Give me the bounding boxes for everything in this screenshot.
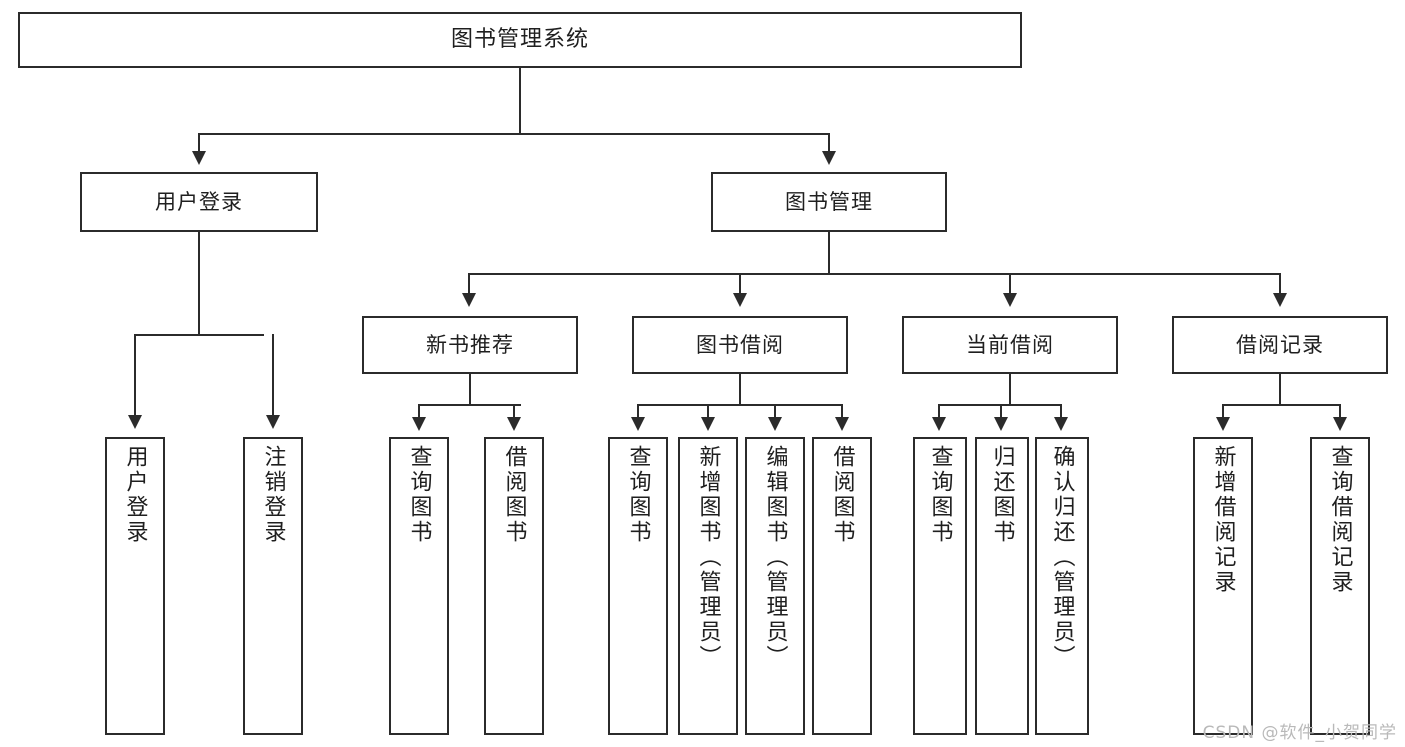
connector-book-borrow-bus (637, 404, 842, 406)
connector-book-borrow-leaf-1 (637, 404, 639, 420)
connector-to-borrow-record (1279, 273, 1281, 297)
node-label: 查询图书 (625, 445, 651, 545)
connector-current-borrow-leaf-1 (938, 404, 940, 420)
node-label: 新书推荐 (426, 332, 514, 357)
connector-root-to-user-login (198, 133, 200, 155)
connector-borrow-record-stem (1279, 374, 1281, 405)
arrowhead-leaf-current-borrow-2 (994, 417, 1008, 431)
arrowhead-leaf-book-borrow-3 (768, 417, 782, 431)
node-label: 用户登录 (155, 189, 243, 214)
node-user-login[interactable]: 用户登录 (80, 172, 318, 232)
connector-book-manage-stem (828, 232, 830, 274)
node-borrow-record[interactable]: 借阅记录 (1172, 316, 1388, 374)
connector-to-new-book (468, 273, 470, 297)
node-label: 图书管理 (785, 189, 873, 214)
node-label: 查询借阅记录 (1327, 445, 1353, 595)
arrowhead-leaf-current-borrow-3 (1054, 417, 1068, 431)
connector-root-bus (198, 133, 830, 135)
arrowhead-leaf-new-book-1 (412, 417, 426, 431)
connector-new-book-leaf-1 (418, 404, 420, 420)
node-label: 查询图书 (927, 445, 953, 545)
arrowhead-leaf-user-login-2 (266, 415, 280, 429)
node-label: 新增图书（管理员） (695, 445, 721, 670)
connector-book-manage-bus (468, 273, 1280, 275)
connector-to-current-borrow (1009, 273, 1011, 297)
arrowhead-leaf-book-borrow-2 (701, 417, 715, 431)
arrowhead-current-borrow (1003, 293, 1017, 307)
arrowhead-leaf-new-book-2 (507, 417, 521, 431)
connector-user-login-stem (198, 232, 200, 335)
leaf-current-borrow-return[interactable]: 归还图书 (975, 437, 1029, 735)
node-new-book-recommend[interactable]: 新书推荐 (362, 316, 578, 374)
connector-root-stem (519, 68, 521, 134)
node-label: 图书借阅 (696, 332, 784, 357)
arrowhead-book-manage (822, 151, 836, 165)
node-label: 确认归还（管理员） (1049, 445, 1075, 670)
arrowhead-leaf-book-borrow-4 (835, 417, 849, 431)
leaf-book-borrow-query[interactable]: 查询图书 (608, 437, 668, 735)
arrowhead-leaf-user-login-1 (128, 415, 142, 429)
connector-book-borrow-leaf-4 (841, 404, 843, 420)
node-label: 新增借阅记录 (1210, 445, 1236, 595)
connector-new-book-bus (418, 404, 521, 406)
arrowhead-new-book (462, 293, 476, 307)
leaf-user-login-login[interactable]: 用户登录 (105, 437, 165, 735)
node-label: 注销登录 (260, 445, 286, 545)
connector-borrow-record-leaf-1 (1222, 404, 1224, 420)
leaf-borrow-record-query[interactable]: 查询借阅记录 (1310, 437, 1370, 735)
arrowhead-user-login (192, 151, 206, 165)
node-label: 当前借阅 (966, 332, 1054, 357)
leaf-current-borrow-query[interactable]: 查询图书 (913, 437, 967, 735)
arrowhead-leaf-book-borrow-1 (631, 417, 645, 431)
leaf-new-book-borrow[interactable]: 借阅图书 (484, 437, 544, 735)
leaf-borrow-record-add[interactable]: 新增借阅记录 (1193, 437, 1253, 735)
connector-current-borrow-leaf-3 (1060, 404, 1062, 420)
arrowhead-leaf-current-borrow-1 (932, 417, 946, 431)
node-current-borrow[interactable]: 当前借阅 (902, 316, 1118, 374)
connector-user-login-leaf-1 (134, 334, 136, 419)
connector-to-book-borrow (739, 273, 741, 297)
leaf-book-borrow-add[interactable]: 新增图书（管理员） (678, 437, 738, 735)
node-label: 归还图书 (989, 445, 1015, 545)
connector-book-borrow-leaf-2 (707, 404, 709, 420)
node-label: 图书管理系统 (450, 27, 589, 53)
leaf-new-book-query[interactable]: 查询图书 (389, 437, 449, 735)
leaf-current-borrow-confirm-return[interactable]: 确认归还（管理员） (1035, 437, 1089, 735)
connector-user-login-bus (134, 334, 264, 336)
leaf-user-login-logout[interactable]: 注销登录 (243, 437, 303, 735)
arrowhead-borrow-record (1273, 293, 1287, 307)
connector-root-to-book-manage (828, 133, 830, 155)
connector-new-book-leaf-2 (513, 404, 515, 420)
node-label: 借阅图书 (501, 445, 527, 545)
connector-new-book-stem (469, 374, 471, 405)
connector-current-borrow-stem (1009, 374, 1011, 405)
connector-borrow-record-bus (1222, 404, 1340, 406)
connector-current-borrow-leaf-2 (1000, 404, 1002, 420)
connector-borrow-record-leaf-2 (1339, 404, 1341, 420)
connector-user-login-leaf-2 (272, 334, 274, 419)
node-label: 编辑图书（管理员） (762, 445, 788, 670)
arrowhead-leaf-borrow-record-1 (1216, 417, 1230, 431)
leaf-book-borrow-borrow[interactable]: 借阅图书 (812, 437, 872, 735)
connector-book-borrow-stem (739, 374, 741, 405)
node-book-management[interactable]: 图书管理 (711, 172, 947, 232)
arrowhead-leaf-borrow-record-2 (1333, 417, 1347, 431)
leaf-book-borrow-edit[interactable]: 编辑图书（管理员） (745, 437, 805, 735)
node-label: 借阅图书 (829, 445, 855, 545)
node-book-borrow[interactable]: 图书借阅 (632, 316, 848, 374)
node-label: 用户登录 (122, 445, 148, 545)
node-label: 查询图书 (406, 445, 432, 545)
csdn-watermark: CSDN @软件_小贺同学 (1202, 723, 1397, 743)
node-label: 借阅记录 (1236, 332, 1324, 357)
node-root-system[interactable]: 图书管理系统 (18, 12, 1022, 68)
arrowhead-book-borrow (733, 293, 747, 307)
connector-book-borrow-leaf-3 (774, 404, 776, 420)
